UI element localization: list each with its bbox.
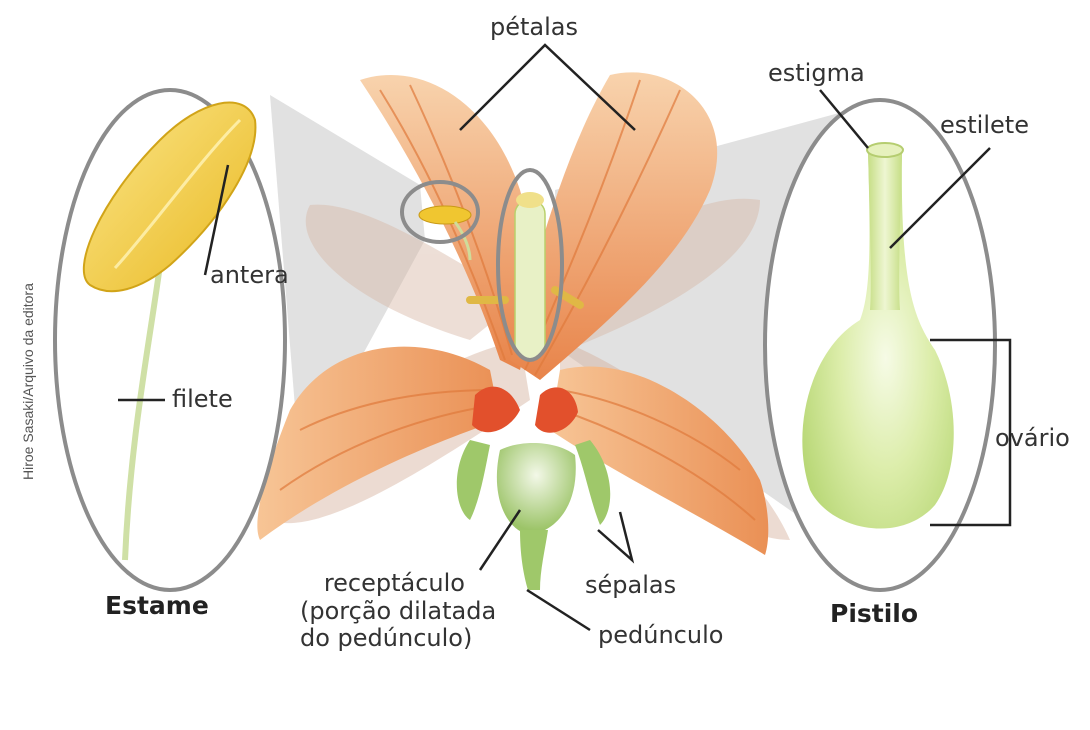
label-ovario: ovário bbox=[995, 425, 1070, 453]
pistil-detail bbox=[765, 100, 995, 590]
title-estame: Estame bbox=[105, 592, 209, 621]
label-receptaculo: receptáculo (porção dilatada do pedúncul… bbox=[300, 570, 465, 653]
label-filete: filete bbox=[172, 386, 233, 414]
label-peduncul: pedúnculo bbox=[598, 622, 723, 650]
label-receptaculo-line2: (porção dilatada bbox=[300, 598, 465, 626]
label-estilete: estilete bbox=[940, 112, 1029, 140]
label-sepalas: sépalas bbox=[585, 572, 676, 600]
label-estigma: estigma bbox=[768, 60, 865, 88]
label-receptaculo-line3: do pedúnculo) bbox=[300, 625, 465, 653]
label-petalas: pétalas bbox=[490, 14, 578, 42]
label-antera: antera bbox=[210, 262, 289, 290]
label-receptaculo-line1: receptáculo bbox=[300, 570, 465, 598]
stigma bbox=[867, 143, 903, 157]
image-credit: Hiroe Sasaki/Arquivo da editora bbox=[20, 283, 36, 480]
sepals-receptacle bbox=[457, 440, 610, 590]
stamen-detail bbox=[55, 90, 285, 590]
title-pistilo: Pistilo bbox=[830, 600, 918, 629]
